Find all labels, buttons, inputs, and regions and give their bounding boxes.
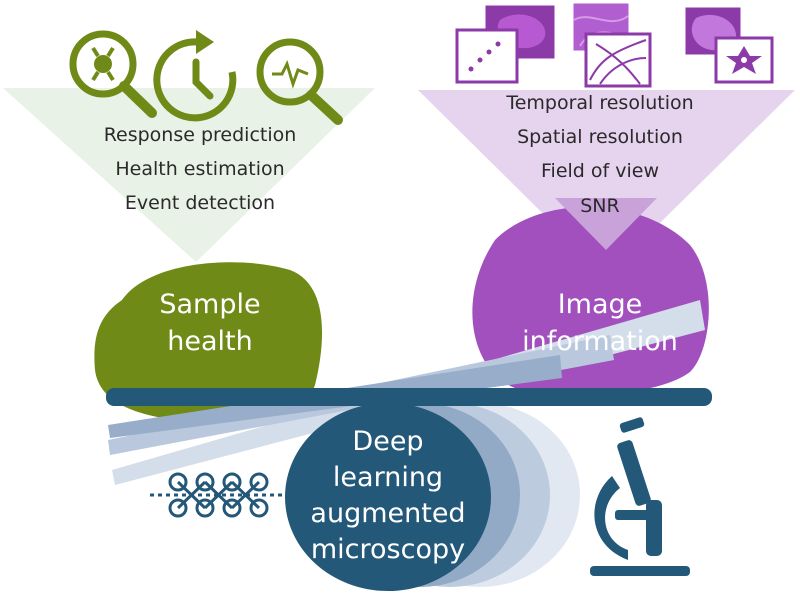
neural-network-icon (150, 472, 290, 518)
image-information-label-1: Image (557, 289, 643, 320)
clock-refresh-icon (153, 30, 237, 122)
image-information-blob (472, 206, 709, 396)
center-label-4: microscopy (310, 534, 466, 565)
sample-health-label-2: health (167, 326, 253, 357)
microscopy-circle (285, 403, 491, 591)
search-target-icon (69, 30, 157, 118)
center-label-1: Deep (352, 426, 424, 457)
microscopy-images-icon (455, 0, 774, 88)
center-label-2: learning (332, 462, 444, 493)
sample-health-label-1: Sample (159, 289, 261, 320)
snr-overlap (555, 198, 657, 250)
left-item-3: Event detection (124, 192, 276, 214)
balance-beam (106, 388, 712, 406)
center-label-3: augmented (310, 498, 466, 529)
right-funnel (418, 90, 795, 276)
sample-health-blob (94, 262, 323, 423)
right-item-4: SNR (580, 195, 620, 217)
right-item-2: Spatial resolution (517, 126, 683, 148)
left-item-1: Response prediction (103, 124, 297, 146)
image-information-label-2: information (522, 326, 678, 357)
microscope-icon (590, 417, 690, 576)
left-item-2: Health estimation (115, 158, 285, 180)
right-item-3: Field of view (541, 160, 659, 182)
left-funnel (3, 88, 375, 262)
search-pulse-icon (256, 38, 343, 125)
right-item-1: Temporal resolution (506, 92, 694, 114)
